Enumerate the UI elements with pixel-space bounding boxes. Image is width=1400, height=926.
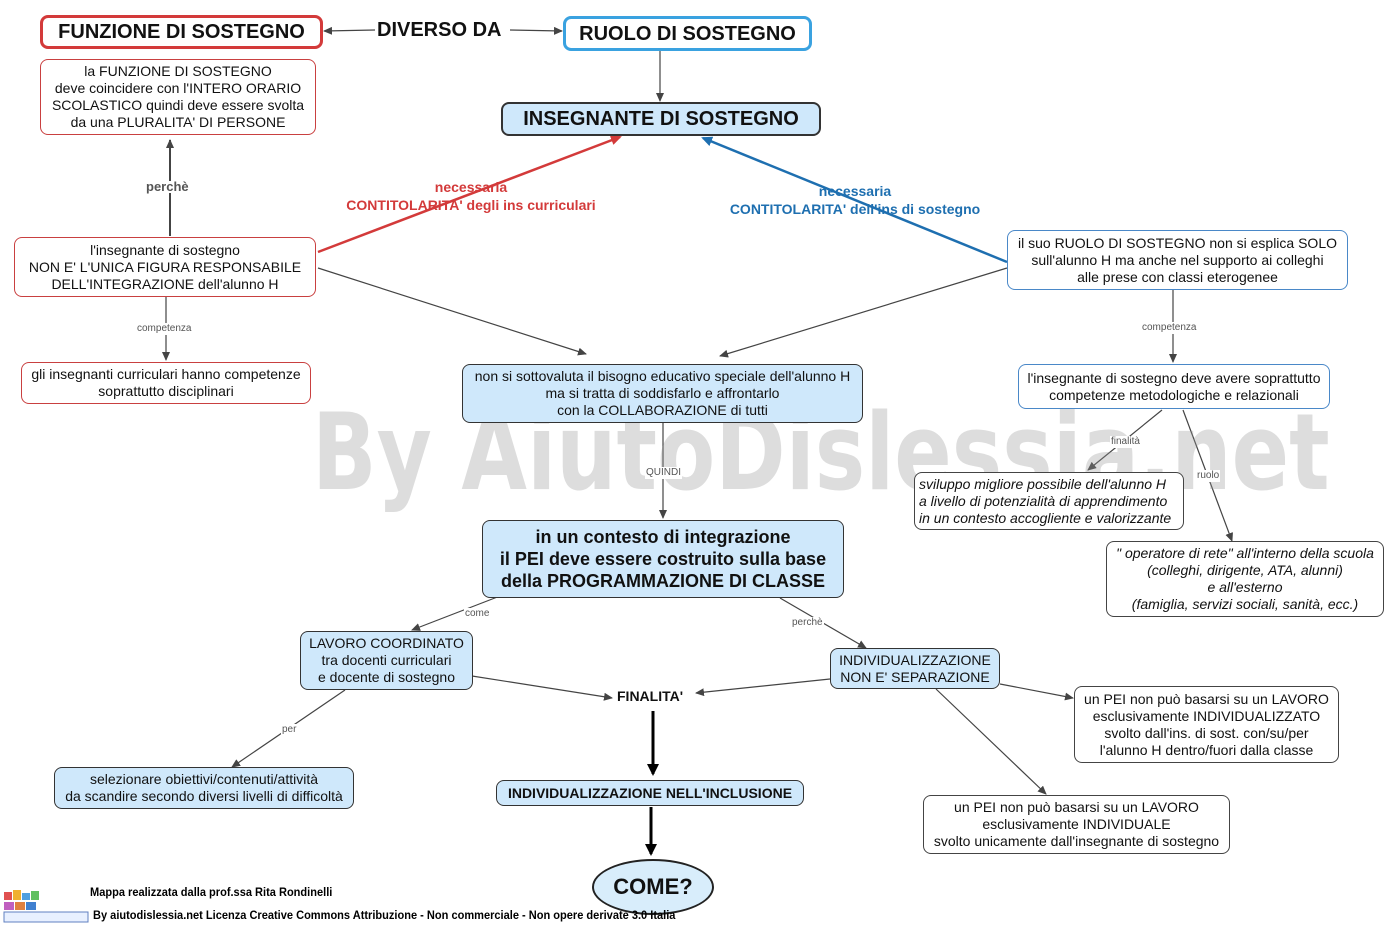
label-finalita: FINALITA' [616, 688, 685, 704]
node-individualizzazione[interactable]: INDIVIDUALIZZAZIONE NON E' SEPARAZIONE [830, 648, 1000, 689]
label-competenza-left: competenza [136, 323, 193, 335]
node-selezionare-obiettivi[interactable]: selezionare obiettivi/contenuti/attività… [54, 767, 354, 809]
node-pei-programmazione[interactable]: in un contesto di integrazione il PEI de… [482, 520, 844, 598]
node-funzione-di-sostegno[interactable]: FUNZIONE DI SOSTEGNO [40, 15, 323, 49]
label-finalita-small: finalità [1110, 436, 1141, 448]
node-operatore-di-rete[interactable]: " operatore di rete" all'interno della s… [1106, 541, 1384, 617]
label-perche: perchè [145, 179, 190, 194]
node-sviluppo-migliore[interactable]: sviluppo migliore possibile dell'alunno … [914, 472, 1184, 530]
node-individualizzazione-inclusione[interactable]: INDIVIDUALIZZAZIONE NELL'INCLUSIONE [496, 780, 804, 806]
aiutodislessia-logo [3, 890, 89, 923]
node-bisogno-educativo[interactable]: non si sottovaluta il bisogno educativo … [462, 364, 863, 423]
node-lavoro-coordinato[interactable]: LAVORO COORDINATO tra docenti curricular… [300, 631, 473, 690]
label-perche-small: perchè [791, 617, 824, 629]
node-ruolo-description[interactable]: il suo RUOLO DI SOSTEGNO non si esplica … [1007, 230, 1348, 290]
label-contitolarita-curriculari: necessaria CONTITOLARITA' degli ins curr… [346, 179, 596, 213]
node-ruolo-di-sostegno[interactable]: RUOLO DI SOSTEGNO [563, 16, 812, 51]
node-lavoro-individuale[interactable]: un PEI non può basarsi su un LAVORO escl… [923, 795, 1230, 854]
node-come[interactable]: COME? [592, 859, 714, 915]
node-funzione-description[interactable]: la FUNZIONE DI SOSTEGNO deve coincidere … [40, 59, 316, 135]
label-competenza-right: competenza [1141, 322, 1198, 334]
node-insegnante-di-sostegno[interactable]: INSEGNANTE DI SOSTEGNO [501, 102, 821, 136]
label-contitolarita-sostegno: necessaria CONTITOLARITA' dell'ins di so… [729, 183, 981, 217]
node-non-unica-figura[interactable]: l'insegnante di sostegno NON E' L'UNICA … [14, 237, 316, 297]
label-quindi: QUINDI [645, 467, 682, 479]
label-per: per [281, 724, 298, 736]
footer-author: Mappa realizzata dalla prof.ssa Rita Ron… [90, 885, 333, 899]
footer-license: By aiutodislessia.net Licenza Creative C… [93, 908, 676, 922]
label-ruolo-small: ruolo [1196, 470, 1221, 482]
node-insegnanti-curriculari[interactable]: gli insegnanti curriculari hanno compete… [21, 362, 311, 404]
label-diverso-da: DIVERSO DA [376, 18, 503, 42]
node-lavoro-individualizzato[interactable]: un PEI non può basarsi su un LAVORO escl… [1074, 686, 1339, 763]
label-come-small: come [464, 608, 491, 620]
node-competenze-metodologiche[interactable]: l'insegnante di sostegno deve avere sopr… [1018, 364, 1330, 409]
